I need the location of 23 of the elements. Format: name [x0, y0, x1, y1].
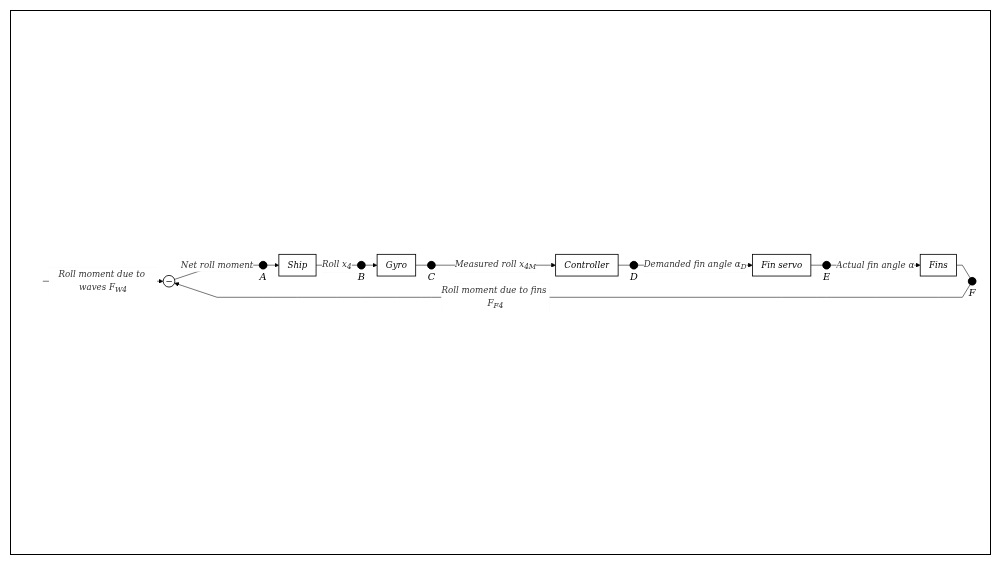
connector — [955, 264, 971, 278]
node-box: Gyro — [376, 253, 416, 277]
edge-label: Roll moment due to waves F$_{W4}$ — [58, 268, 145, 294]
point-letter: F — [968, 286, 976, 298]
connector — [415, 264, 428, 266]
edge-label: Measured roll x$_{4M}$ — [454, 258, 536, 271]
node-box: Fins — [919, 253, 957, 277]
node-box: Fin servo — [751, 253, 812, 277]
edge-label: Actual fin angle α — [836, 259, 915, 270]
edge-label: Roll moment due to fins F$_{F4}$ — [441, 284, 547, 310]
point-letter: B — [357, 270, 365, 282]
node-circle: − — [162, 274, 176, 288]
point-letter: C — [427, 270, 435, 282]
edge-label: Roll x$_{4}$ — [321, 258, 352, 271]
edge-label: Net roll moment — [180, 259, 254, 270]
point-letter: E — [822, 270, 830, 282]
point-letter: D — [629, 270, 638, 282]
node-box: Ship — [278, 253, 317, 277]
connector — [810, 264, 823, 266]
point-letter: A — [259, 270, 267, 282]
connector — [617, 264, 631, 266]
node-box: Controller — [555, 253, 619, 277]
edge-label: Demanded fin angle α$_{D}$ — [643, 258, 747, 271]
